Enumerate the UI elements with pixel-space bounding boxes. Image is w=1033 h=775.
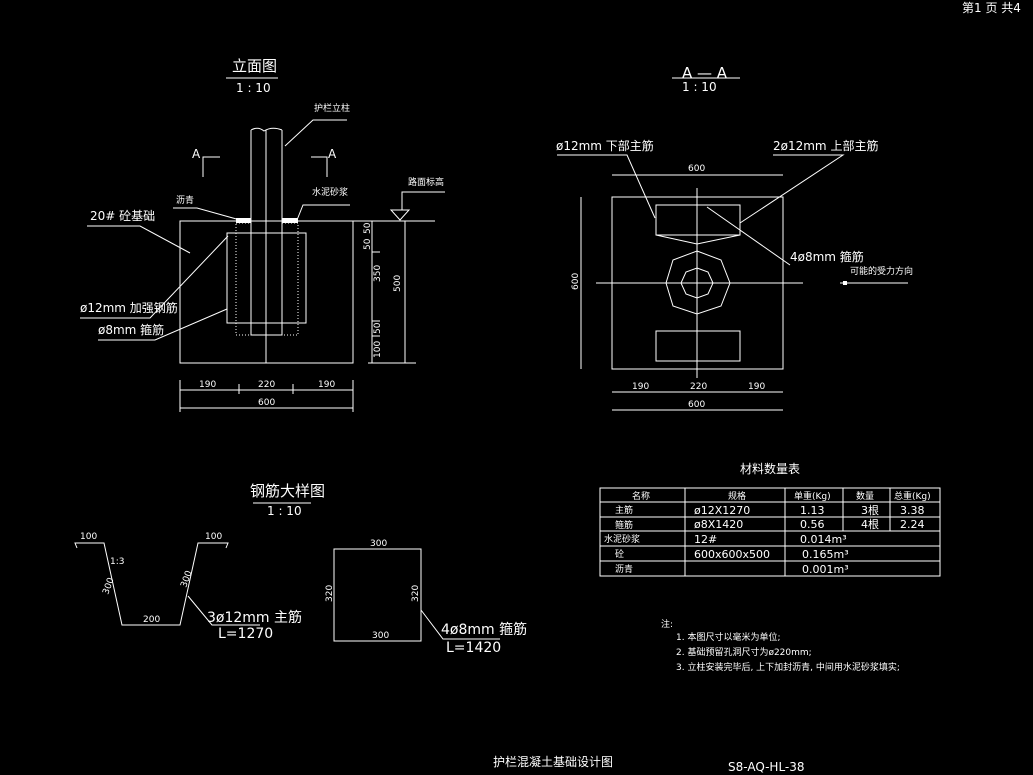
dim-50a: 50 xyxy=(363,238,373,250)
label-main-bar: 3ø12mm 主筋 xyxy=(207,609,302,626)
rebar-detail: 钢筋大样图 1 : 10 100 100 1:3 300 300 200 3ø1… xyxy=(74,482,527,656)
page-indicator: 第1 页 共4 xyxy=(962,1,1021,15)
cell: 0.165m³ xyxy=(802,548,849,561)
cell: 主筋 xyxy=(615,504,633,516)
dim-top600: 600 xyxy=(688,164,705,174)
note-3: 3. 立柱安装完毕后, 上下加封沥青, 中间用水泥砂浆填实; xyxy=(676,661,900,673)
cell: 0.56 xyxy=(800,518,825,531)
table-row: 砼 600x600x500 0.165m³ xyxy=(615,548,849,561)
cell: 0.001m³ xyxy=(802,563,849,576)
dim-bottom: 200 xyxy=(143,615,160,625)
cell: 1.13 xyxy=(800,504,825,517)
dim-w190a: 190 xyxy=(199,380,216,390)
dim-top-left: 100 xyxy=(80,532,97,542)
main-bar-shape xyxy=(74,542,229,626)
rebar-cage xyxy=(226,232,307,324)
table-row: 沥青 0.001m³ xyxy=(615,563,849,576)
dim-w600: 600 xyxy=(258,398,275,408)
dim-50b: 50 xyxy=(363,222,373,234)
note-2: 2. 基础预留孔洞尺寸为ø220mm; xyxy=(676,646,812,658)
cell: 沥青 xyxy=(615,563,633,575)
dim-right: 300 xyxy=(179,569,194,589)
elevation-scale: 1 : 10 xyxy=(236,81,271,95)
th-total: 总重(Kg) xyxy=(894,490,931,502)
notes-heading: 注: xyxy=(661,618,673,630)
elevation-view: 立面图 1 : 10 A A 护栏立柱 沥青 水泥砂浆 路面标高 20# 砼基础… xyxy=(80,57,445,412)
th-spec: 规格 xyxy=(728,490,746,502)
cell: 水泥砂浆 xyxy=(604,533,640,545)
dim-100: 100 xyxy=(373,341,383,358)
dim-st-top: 300 xyxy=(370,539,387,549)
label-main-length: L=1270 xyxy=(218,626,273,642)
label-rebar12: ø12mm 加强钢筋 xyxy=(80,300,178,315)
notes: 注: 1. 本图尺寸以毫米为单位; 2. 基础预留孔洞尺寸为ø220mm; 3.… xyxy=(661,618,900,673)
dim-50c: 50 xyxy=(373,322,383,334)
table-title: 材料数量表 xyxy=(740,461,800,476)
label-concrete: 20# 砼基础 xyxy=(90,209,155,223)
section-mark-right: A xyxy=(328,147,337,161)
label-mortar: 水泥砂浆 xyxy=(312,186,348,198)
cell: 箍筋 xyxy=(615,519,633,531)
dim-a-w190b: 190 xyxy=(748,382,765,392)
dim-st-left: 320 xyxy=(325,585,335,602)
label-force-direction: 可能的受力方向 xyxy=(850,265,913,277)
dim-side600: 600 xyxy=(571,273,581,290)
label-stirrup: 4ø8mm 箍筋 xyxy=(790,249,864,264)
detail-scale: 1 : 10 xyxy=(267,504,302,518)
cell: 4根 xyxy=(861,517,879,531)
section-scale: 1 : 10 xyxy=(682,80,717,94)
th-qty: 数量 xyxy=(856,490,874,502)
th-unit-weight: 单重(Kg) xyxy=(794,490,831,502)
cell: 3.38 xyxy=(900,504,925,517)
cell: 砼 xyxy=(615,548,624,560)
cell: 2.24 xyxy=(900,518,925,531)
material-table: 材料数量表 名称 规格 单重(Kg) 数量 总重(Kg) 主筋 ø12X1270… xyxy=(599,461,941,577)
dim-a-w220: 220 xyxy=(690,382,707,392)
cell: ø12X1270 xyxy=(694,504,750,517)
drawing-number: S8-AQ-HL-38 xyxy=(728,760,805,774)
cell: 0.014m³ xyxy=(800,533,847,546)
dim-500: 500 xyxy=(393,275,403,292)
stirrup-shape xyxy=(333,548,422,642)
dim-w220: 220 xyxy=(258,380,275,390)
dim-top-right: 100 xyxy=(205,532,222,542)
label-upper-main: 2ø12mm 上部主筋 xyxy=(773,138,878,153)
table-row: 水泥砂浆 12# 0.014m³ xyxy=(604,533,847,546)
th-name: 名称 xyxy=(632,490,650,502)
detail-title: 钢筋大样图 xyxy=(250,482,325,500)
dim-st-right: 320 xyxy=(411,585,421,602)
cell: ø8X1420 xyxy=(694,518,743,531)
dim-w190b: 190 xyxy=(318,380,335,390)
dim-350: 350 xyxy=(373,265,383,282)
label-lower-main: ø12mm 下部主筋 xyxy=(556,138,654,153)
note-1: 1. 本图尺寸以毫米为单位; xyxy=(676,631,780,643)
elevation-title: 立面图 xyxy=(232,57,277,75)
dim-a-w190a: 190 xyxy=(632,382,649,392)
label-asphalt: 沥青 xyxy=(176,194,194,206)
label-road-level: 路面标高 xyxy=(408,176,444,188)
label-stirrup-bar: 4ø8mm 箍筋 xyxy=(441,621,527,638)
cell: 3根 xyxy=(861,503,879,517)
table-row: 箍筋 ø8X1420 0.56 4根 2.24 xyxy=(615,517,925,531)
dim-a-w600: 600 xyxy=(688,400,705,410)
table-row: 主筋 ø12X1270 1.13 3根 3.38 xyxy=(615,503,925,517)
dim-slope: 1:3 xyxy=(110,557,124,567)
dim-st-bottom: 300 xyxy=(372,631,389,641)
label-rebar8: ø8mm 箍筋 xyxy=(98,322,164,337)
drawing-title: 护栏混凝土基础设计图 xyxy=(493,754,613,769)
label-stirrup-length: L=1420 xyxy=(446,640,501,656)
section-mark-left: A xyxy=(192,147,201,161)
label-post: 护栏立柱 xyxy=(314,102,350,114)
cell: 600x600x500 xyxy=(694,548,770,561)
cell: 12# xyxy=(694,533,717,546)
section-view: A — A 1 : 10 ø12mm 下部主筋 2ø12mm 上部主筋 4ø8m… xyxy=(556,64,913,411)
